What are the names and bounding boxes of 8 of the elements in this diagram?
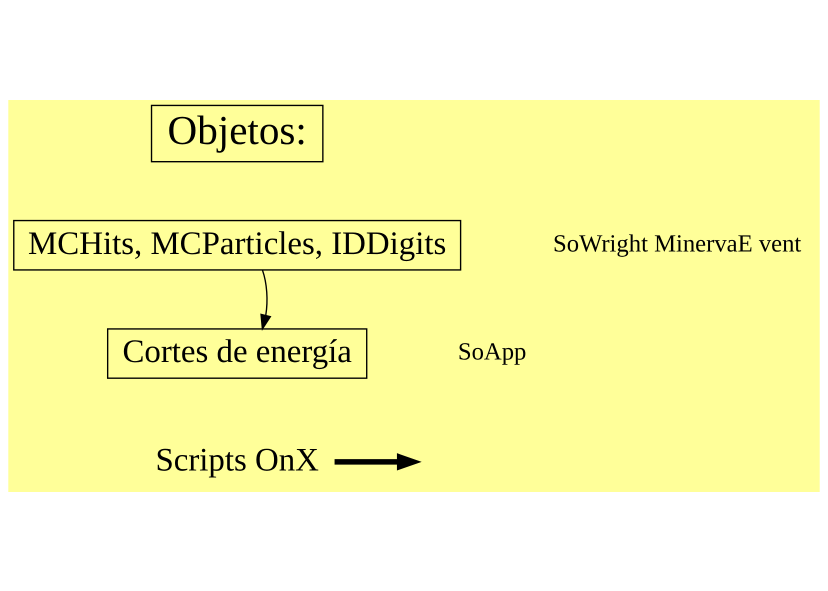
node-box: Cortes de energía: [106, 328, 368, 378]
node-box: MCHits, MCParticles, IDDigits: [13, 219, 462, 270]
node-box: Objetos:: [150, 104, 324, 162]
arrow: [334, 452, 422, 470]
arrow: [260, 269, 272, 330]
node-label: SoWright MinervaE vent: [553, 230, 802, 257]
node-label: SoApp: [458, 338, 526, 366]
node-text: Scripts OnX: [155, 442, 319, 478]
